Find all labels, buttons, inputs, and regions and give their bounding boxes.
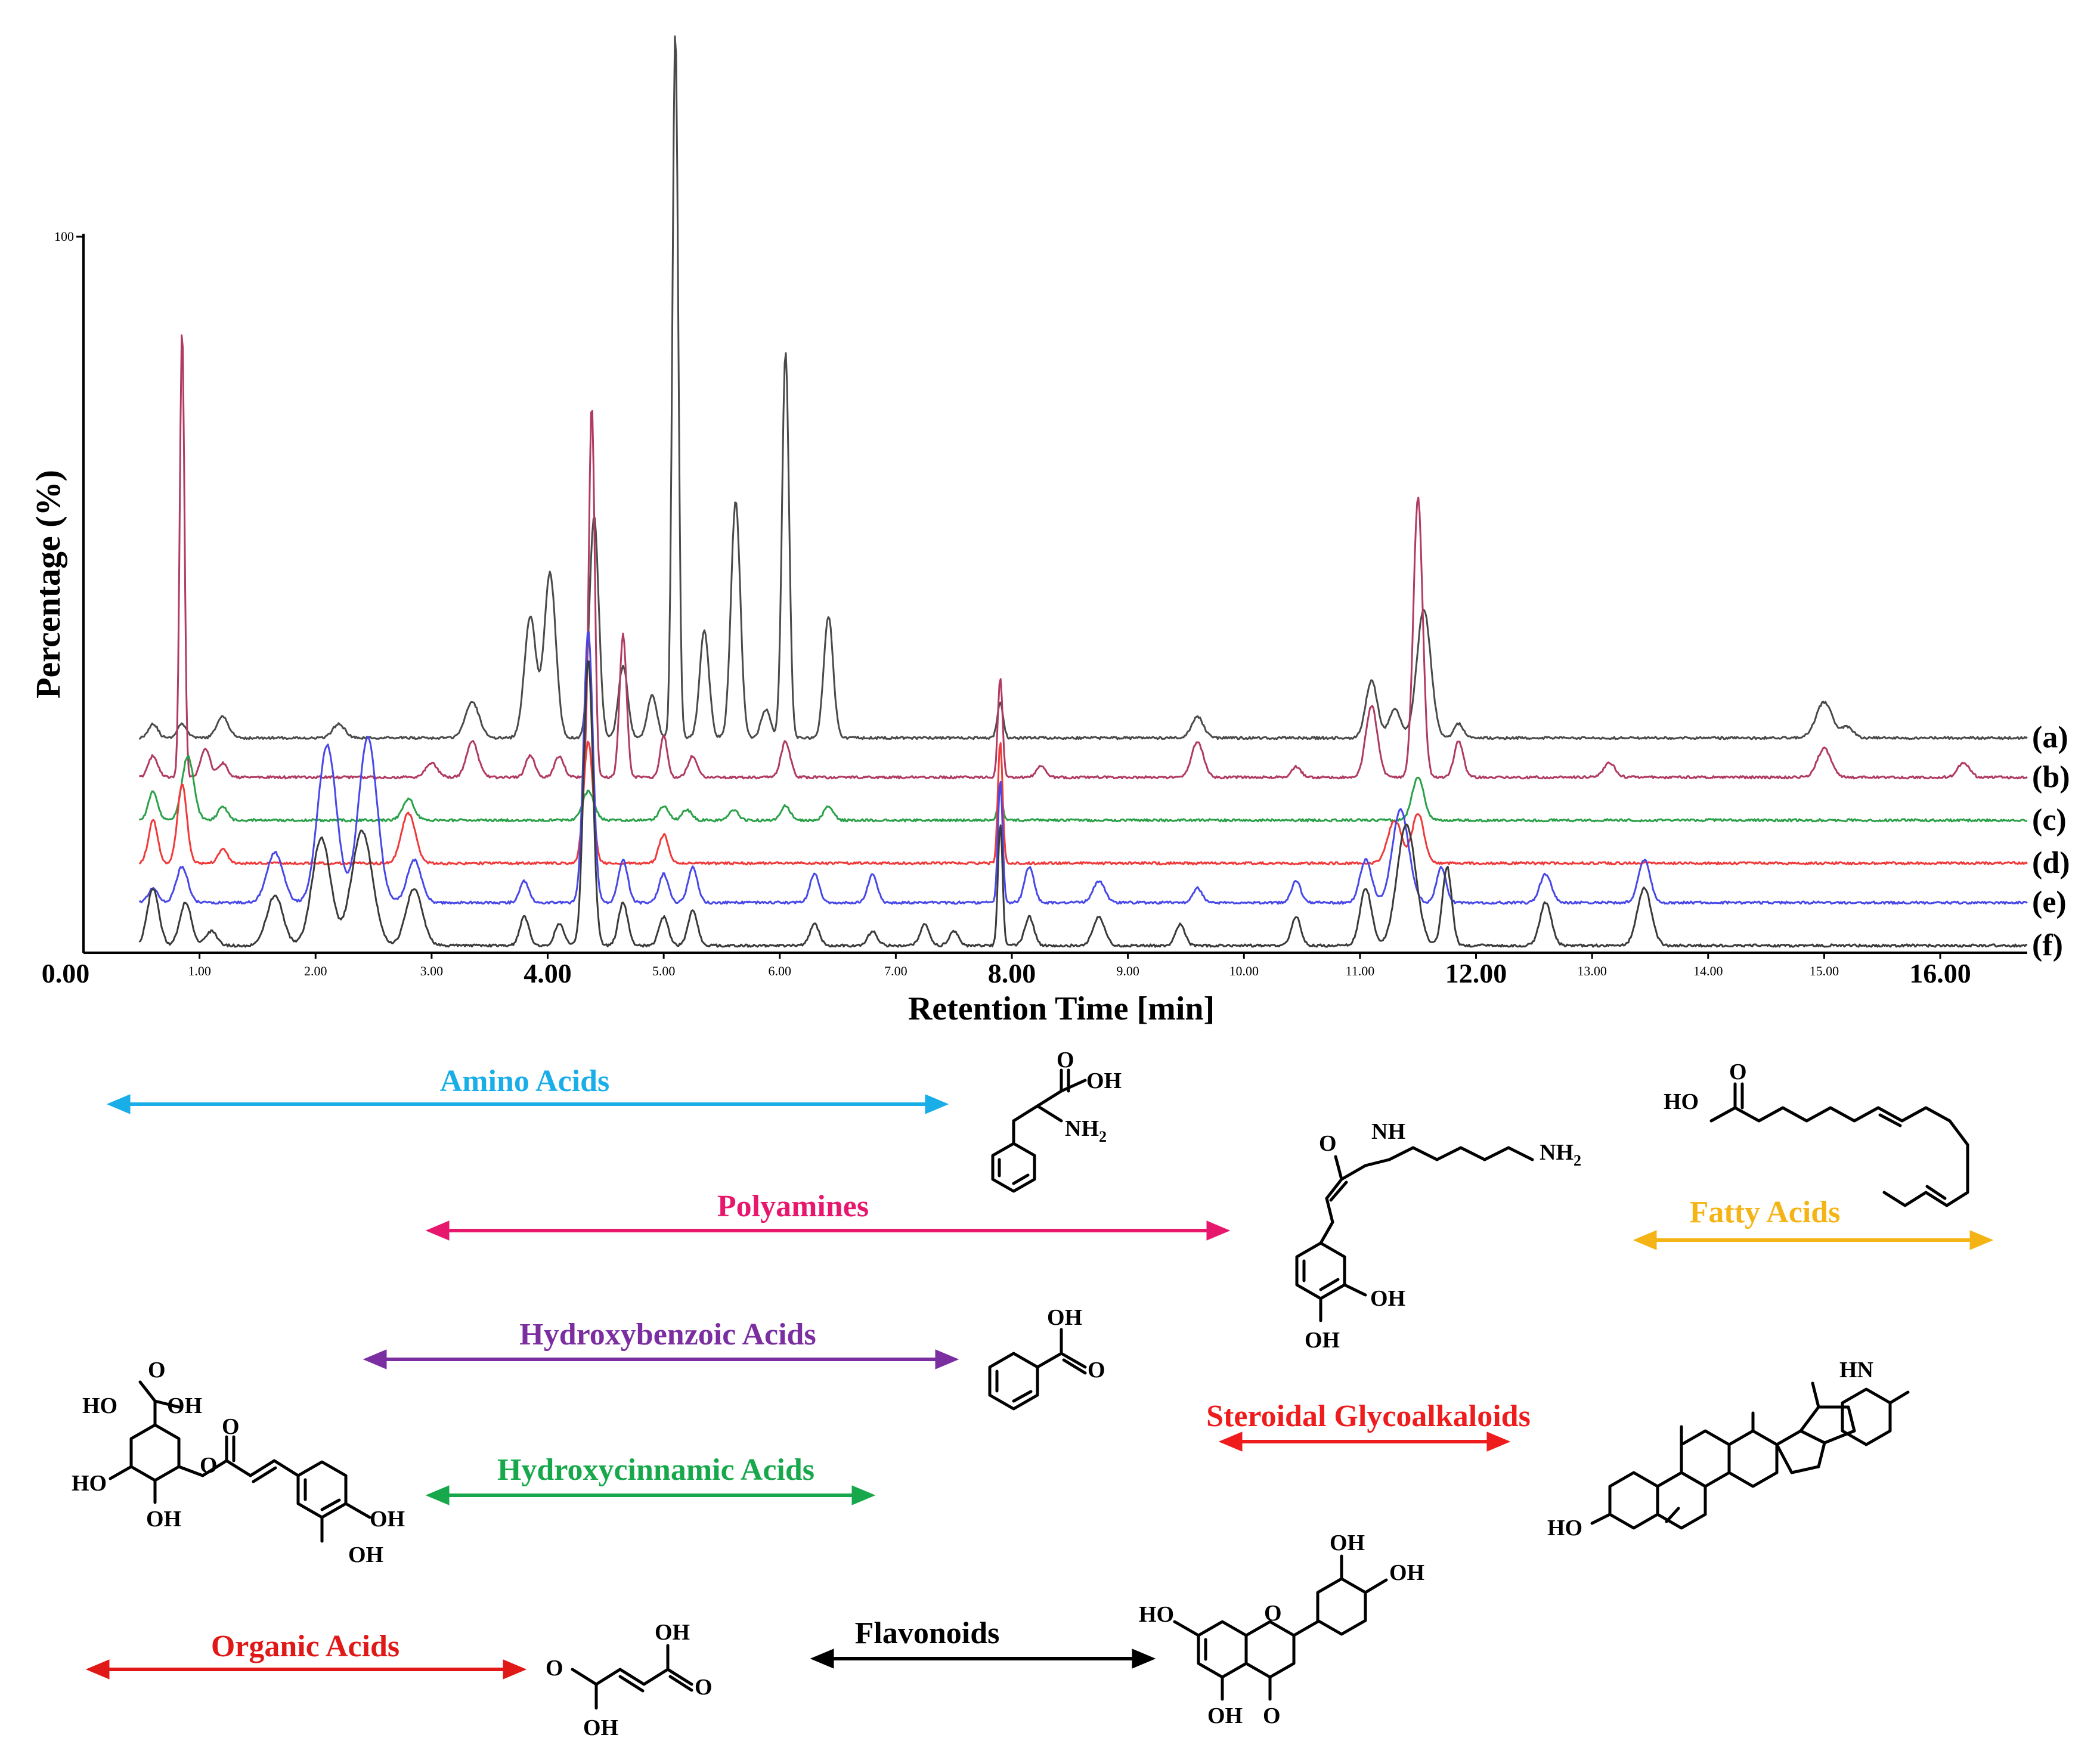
x-tick-label: 8.00 bbox=[988, 958, 1036, 989]
svg-text:O: O bbox=[1319, 1131, 1337, 1156]
svg-text:O: O bbox=[1264, 1601, 1282, 1626]
x-tick-label: 1.00 bbox=[188, 963, 211, 978]
svg-text:NH: NH bbox=[1371, 1119, 1405, 1144]
structure-phenylalanine: O OH NH2 bbox=[991, 1048, 1122, 1193]
svg-text:NH2: NH2 bbox=[1540, 1140, 1581, 1169]
x-tick-label: 0.00 bbox=[42, 958, 90, 989]
x-axis-label: Retention Time [min] bbox=[908, 990, 1215, 1027]
svg-text:OH: OH bbox=[370, 1507, 405, 1532]
series-trace-0 bbox=[138, 35, 2028, 740]
label-polyamines: Polyamines bbox=[717, 1189, 869, 1223]
svg-text:OH: OH bbox=[583, 1715, 618, 1740]
x-tick-label: 2.00 bbox=[304, 963, 327, 978]
series-trace-3 bbox=[139, 740, 2028, 866]
structure-benzoic-acid: OH O bbox=[988, 1305, 1105, 1411]
x-tick-label: 12.00 bbox=[1445, 958, 1507, 989]
series-trace-2 bbox=[138, 755, 2028, 823]
x-tick-label: 10.00 bbox=[1229, 963, 1259, 978]
label-flavonoids: Flavonoids bbox=[855, 1616, 1000, 1650]
series-trace-5 bbox=[138, 660, 2028, 948]
structure-luteolin: O OH OH HO OH O bbox=[1139, 1530, 1424, 1728]
y-tick-label: 100 bbox=[54, 229, 74, 244]
series-label-5: (f) bbox=[2032, 928, 2063, 962]
svg-text:OH: OH bbox=[655, 1620, 690, 1645]
svg-text:HO: HO bbox=[72, 1471, 107, 1496]
svg-text:HO: HO bbox=[82, 1393, 117, 1418]
arrow-flavonoids bbox=[810, 1649, 1156, 1669]
svg-text:O: O bbox=[148, 1358, 166, 1383]
svg-text:O: O bbox=[1263, 1703, 1281, 1728]
svg-text:O: O bbox=[695, 1675, 713, 1700]
label-fatty-acids: Fatty Acids bbox=[1690, 1195, 1841, 1229]
svg-text:O: O bbox=[546, 1656, 563, 1681]
svg-text:OH: OH bbox=[1047, 1305, 1082, 1330]
svg-text:OH: OH bbox=[146, 1507, 181, 1532]
series-label-1: (b) bbox=[2032, 760, 2070, 794]
svg-text:OH: OH bbox=[1305, 1328, 1340, 1353]
label-organic-acids: Organic Acids bbox=[211, 1629, 399, 1663]
svg-text:OH: OH bbox=[1330, 1530, 1365, 1556]
structure-steroidal-alkaloid: HN HO bbox=[1547, 1358, 1910, 1541]
series-layer bbox=[138, 35, 2028, 948]
svg-text:NH2: NH2 bbox=[1065, 1116, 1107, 1145]
x-tick-label: 11.00 bbox=[1346, 963, 1375, 978]
svg-text:HO: HO bbox=[1664, 1089, 1699, 1114]
svg-text:OH: OH bbox=[167, 1393, 202, 1418]
series-label-3: (d) bbox=[2032, 846, 2070, 880]
x-tick-label: 4.00 bbox=[524, 958, 572, 989]
svg-text:OH: OH bbox=[1389, 1560, 1424, 1585]
x-tick-label: 13.00 bbox=[1577, 963, 1607, 978]
label-steroidal-glycoalkaloids: Steroidal Glycoalkaloids bbox=[1206, 1399, 1531, 1433]
arrow-organic-acids bbox=[85, 1659, 527, 1680]
svg-text:OH: OH bbox=[1086, 1068, 1122, 1093]
series-trace-1 bbox=[139, 334, 2028, 780]
x-tick-label: 6.00 bbox=[769, 963, 792, 978]
x-tick-label: 3.00 bbox=[420, 963, 444, 978]
svg-text:O: O bbox=[222, 1414, 240, 1439]
arrow-fatty-acids bbox=[1633, 1230, 1994, 1250]
structure-fatty-acid: O HO bbox=[1664, 1059, 1969, 1207]
svg-text:OH: OH bbox=[1370, 1286, 1405, 1311]
series-label-0: (a) bbox=[2032, 721, 2068, 755]
svg-text:HN: HN bbox=[1839, 1358, 1873, 1383]
x-tick-label: 9.00 bbox=[1116, 963, 1139, 978]
series-label-2: (c) bbox=[2032, 803, 2067, 837]
svg-text:O: O bbox=[1057, 1048, 1074, 1073]
x-tick-label: 7.00 bbox=[884, 963, 907, 978]
series-trace-4 bbox=[138, 631, 2028, 905]
arrow-hydroxybenzoic-acids bbox=[363, 1349, 959, 1369]
y-axis-label: Percentage (%) bbox=[29, 470, 67, 699]
svg-text:OH: OH bbox=[1207, 1703, 1243, 1728]
label-hydroxycinnamic-acids: Hydroxycinnamic Acids bbox=[497, 1453, 814, 1487]
arrow-steroidal-glycoalkaloids bbox=[1218, 1431, 1511, 1452]
label-amino-acids: Amino Acids bbox=[440, 1064, 610, 1098]
svg-text:HO: HO bbox=[1547, 1516, 1582, 1541]
svg-text:OH: OH bbox=[348, 1542, 383, 1567]
svg-text:O: O bbox=[1088, 1358, 1105, 1383]
x-tick-label: 15.00 bbox=[1810, 963, 1839, 978]
structure-chlorogenic-acid: O HO OH O O HO OH OH OH bbox=[72, 1358, 405, 1567]
x-tick-label: 16.00 bbox=[1909, 958, 1971, 989]
x-tick-label: 5.00 bbox=[652, 963, 676, 978]
svg-text:HO: HO bbox=[1139, 1602, 1174, 1627]
structure-fumaric-acid: O OH OH O bbox=[546, 1620, 713, 1740]
series-label-4: (e) bbox=[2032, 885, 2067, 919]
x-ticks: 0.00 1.00 2.00 3.00 4.00 5.00 6.00 7.00 8.00 9.00… bbox=[42, 953, 1971, 989]
arrow-amino-acids bbox=[106, 1094, 949, 1114]
label-hydroxybenzoic-acids: Hydroxybenzoic Acids bbox=[519, 1318, 816, 1352]
arrow-polyamines bbox=[425, 1220, 1231, 1241]
x-tick-label: 14.00 bbox=[1693, 963, 1723, 978]
svg-text:O: O bbox=[1729, 1059, 1747, 1084]
legend: (a) (b) (c) (d) (e) (f) bbox=[2032, 721, 2070, 962]
arrow-hydroxycinnamic-acids bbox=[425, 1485, 876, 1505]
structure-caffeoylputrescine: O NH NH2 OH OH bbox=[1295, 1119, 1581, 1353]
svg-text:O: O bbox=[200, 1453, 218, 1478]
